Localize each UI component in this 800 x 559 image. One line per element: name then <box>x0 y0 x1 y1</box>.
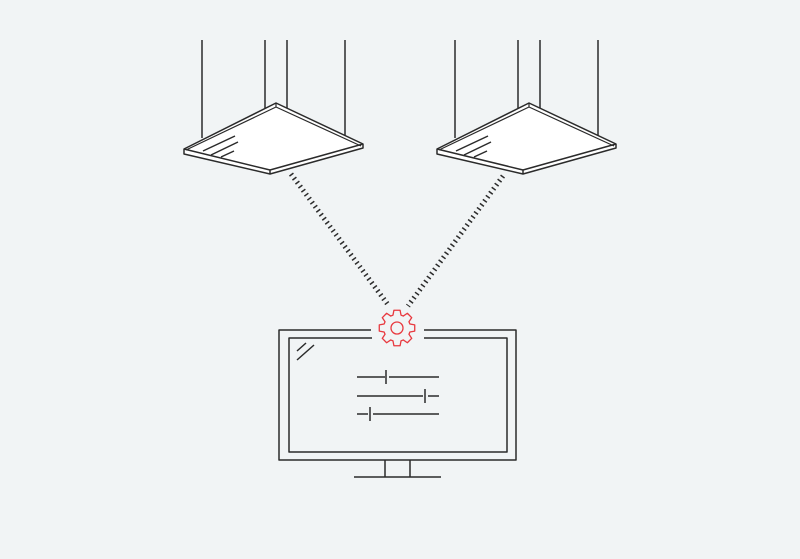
signal-line-left <box>288 172 392 308</box>
glare-line <box>296 344 315 361</box>
monitor-stand <box>384 460 411 477</box>
gear-icon <box>378 309 416 347</box>
sliders-icon <box>357 370 439 421</box>
vent-line <box>202 135 236 152</box>
gear-hole <box>390 321 404 335</box>
access-point-right <box>436 40 617 175</box>
monitor-icon <box>278 329 517 478</box>
gear-outline <box>378 309 416 347</box>
access-point-left <box>183 40 364 175</box>
vent-line <box>220 150 235 158</box>
vent-line <box>210 141 239 156</box>
signal-line-right <box>405 174 506 308</box>
glare-line <box>296 342 307 352</box>
